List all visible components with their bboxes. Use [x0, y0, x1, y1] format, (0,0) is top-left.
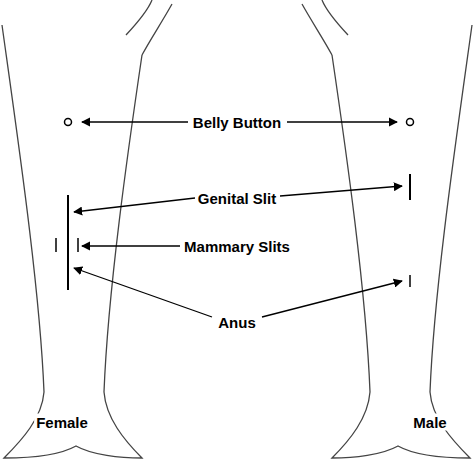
mammary-slit — [55, 238, 57, 252]
male-outline — [302, 0, 472, 458]
label-text: Anus — [216, 314, 258, 331]
leader-arrows — [74, 122, 402, 317]
female-outline — [2, 0, 172, 458]
genital-slit — [409, 174, 411, 200]
belly-button — [65, 119, 72, 126]
mammary-slit — [77, 238, 79, 252]
genital-slit — [67, 195, 69, 290]
label-text: Female — [34, 414, 90, 431]
label-text: Genital Slit — [196, 190, 278, 207]
label-text: Mammary Slits — [182, 238, 292, 255]
label-text: Belly Button — [191, 114, 283, 131]
belly-button — [407, 119, 414, 126]
anus-mark — [409, 275, 411, 287]
label-text: Male — [411, 414, 448, 431]
